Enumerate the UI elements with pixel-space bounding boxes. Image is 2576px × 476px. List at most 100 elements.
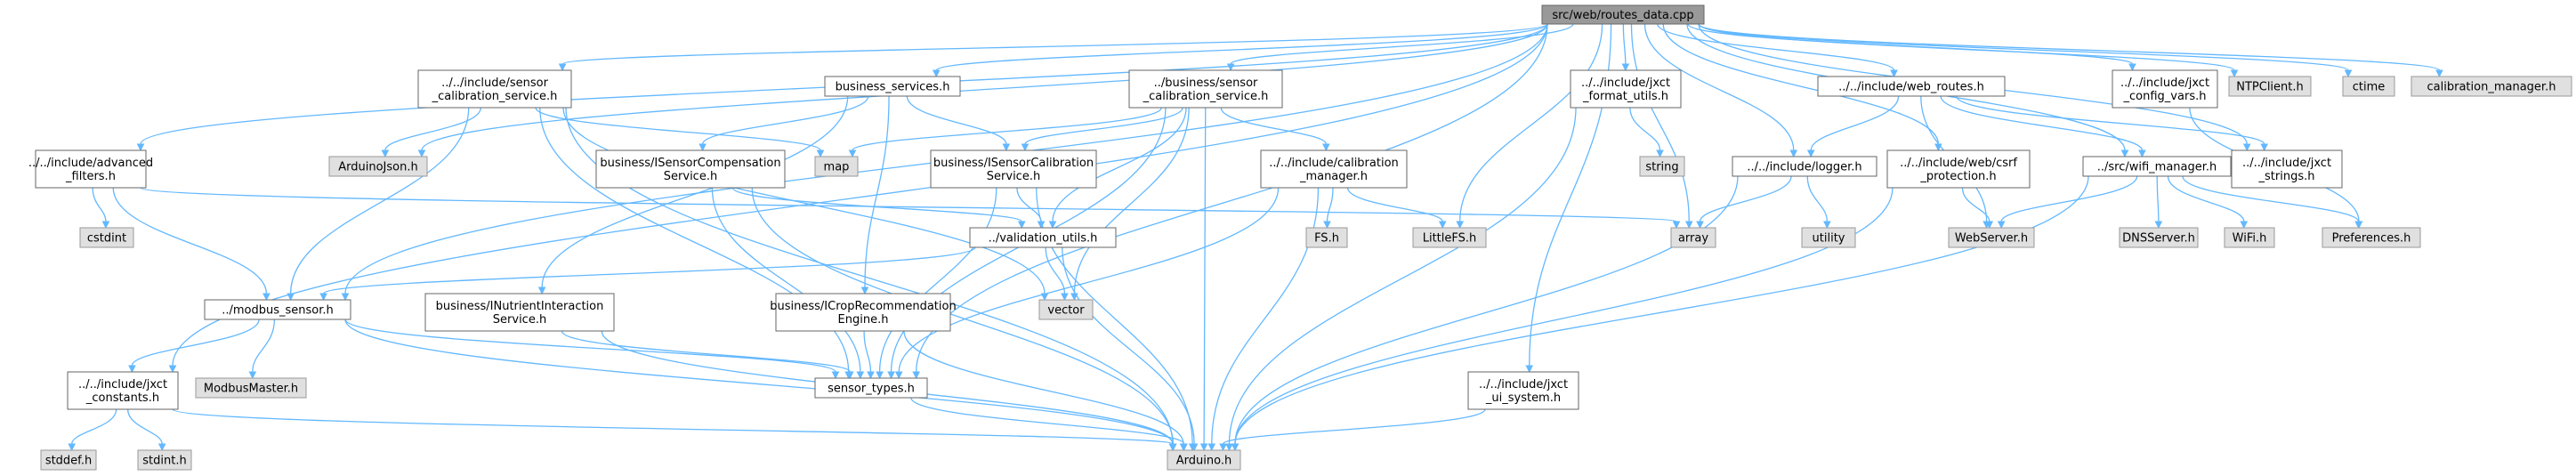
node-sensor-types[interactable]: sensor_types.h [814, 377, 928, 399]
node-biz-sensor-calibration-service[interactable]: ../business/sensor_calibration_service.h [1128, 69, 1283, 109]
edge-line [1211, 187, 1320, 445]
node-jxct-format-utils[interactable]: ../../include/jxct_format_utils.h [1570, 69, 1682, 109]
edge-line [1203, 107, 1207, 445]
node-root[interactable]: src/web/routes_data.cpp [1541, 4, 1705, 25]
arrowhead [1322, 143, 1330, 152]
edge-csrf_protection-to-arduino [1231, 187, 1894, 452]
node-jxct-strings[interactable]: ../../include/jxct_strings.h [2231, 149, 2343, 189]
edge-biz_sensor_calibration_service-to-map [848, 107, 1162, 158]
arrowhead [1219, 443, 1227, 452]
edge-modbus_sensor-to-jxct_constants [128, 319, 260, 374]
edge-logger-to-utility [1806, 175, 1831, 230]
node-label: ../../include/calibration [1269, 157, 1399, 170]
arrowhead [1525, 365, 1534, 374]
arrowhead [1456, 221, 1465, 230]
edge-line [384, 107, 481, 151]
node-business-services[interactable]: business_services.h [824, 76, 961, 97]
node-box [40, 449, 97, 471]
arrowhead [1934, 143, 1942, 152]
arrowhead [1070, 293, 1078, 302]
node-csrf-protection[interactable]: ../../include/web/csrf_protection.h [1886, 149, 2031, 189]
edge-sensor_types-to-arduino [910, 397, 1188, 452]
edge-line [701, 95, 869, 145]
node-label: ../src/wifi_manager.h [2097, 161, 2217, 174]
edge-line [71, 408, 117, 445]
node-sensor-calibration-service[interactable]: ../../include/sensor_calibration_service… [417, 69, 572, 109]
arrowhead [2230, 69, 2239, 78]
node-box [1670, 227, 1716, 248]
node-wifi: WiFi.h [2224, 227, 2275, 248]
node-box [1128, 69, 1283, 109]
arrowhead [168, 365, 177, 374]
edge-line [252, 319, 276, 373]
node-box [417, 69, 572, 109]
node-box [814, 377, 928, 399]
edge-line [344, 319, 1174, 445]
edge-line [344, 319, 836, 373]
arrowhead [1997, 221, 2006, 230]
edge-jxct_constants-to-stdint [126, 408, 166, 452]
node-box [2228, 76, 2312, 97]
nodes-layer: src/web/routes_data.cpp ../../include/sen… [28, 4, 2572, 471]
node-jxct-constants[interactable]: ../../include/jxct_constants.h [67, 371, 179, 410]
node-label: ../validation_utils.h [989, 232, 1098, 246]
edge-line [1699, 175, 1792, 222]
node-label: ../../include/jxct [2120, 77, 2209, 90]
node-calibration-manager-inc[interactable]: ../../include/calibration_manager.h [1260, 149, 1408, 189]
node-box [1801, 227, 1856, 248]
node-box [1948, 227, 2035, 248]
arrowhead [128, 365, 136, 374]
arrowhead [876, 371, 884, 380]
node-label: ArduinoJson.h [338, 161, 417, 174]
edge-web_routes-to-wifi_manager [1940, 95, 2146, 158]
edge-line [1062, 246, 1195, 445]
node-label: stddef.h [45, 455, 92, 468]
node-box [2224, 227, 2275, 248]
arrowhead [381, 149, 390, 158]
node-web-routes[interactable]: ../../include/web_routes.h [1817, 76, 2006, 97]
arrowhead [932, 69, 941, 78]
edge-line [2156, 175, 2160, 222]
node-label: cstdint [87, 232, 126, 246]
node-label: ../../include/web_routes.h [1838, 81, 1984, 94]
node-label: business_services.h [836, 81, 950, 94]
edge-jxct_format_utils-to-arduino [1225, 107, 1577, 452]
node-modbus-sensor[interactable]: ../modbus_sensor.h [204, 299, 351, 320]
arrowhead [2344, 69, 2353, 78]
edge-advanced_filters-to-cstdint [92, 187, 110, 230]
node-logger[interactable]: ../../include/logger.h [1732, 156, 1877, 177]
arrowhead [101, 221, 110, 230]
node-jxct-ui-system[interactable]: ../../include/jxct_ui_system.h [1467, 371, 1579, 410]
node-wifi-manager[interactable]: ../src/wifi_manager.h [2082, 156, 2232, 177]
arrowhead [699, 143, 707, 152]
node-arduinojson: ArduinoJson.h [328, 156, 428, 177]
edge-line [1806, 175, 1829, 222]
node-label: WebServer.h [1955, 232, 2028, 246]
arrowhead [1684, 221, 1693, 230]
edge-line [898, 187, 1280, 373]
node-utility: utility [1801, 227, 1856, 248]
edge-line [1698, 23, 2349, 71]
edge-line [1698, 23, 2441, 71]
edge-root-to-littlefs [1456, 23, 1603, 230]
node-validation-utils[interactable]: ../validation_utils.h [969, 227, 1117, 248]
edge-line [1230, 23, 1574, 65]
edge-line [1630, 23, 1690, 222]
node-box [137, 449, 192, 471]
node-box [2231, 149, 2343, 189]
edge-wifi_manager-to-arduino [1231, 175, 2089, 452]
node-box [2410, 76, 2572, 97]
edge-line [852, 107, 1162, 151]
node-label: business/ISensorCompensation [600, 157, 780, 170]
edge-line [561, 330, 851, 373]
node-advanced-filters[interactable]: ../../include/advanced_filters.h [28, 149, 153, 189]
arrowhead [2240, 221, 2249, 230]
edge-line [1657, 23, 1895, 71]
node-jxct-config-vars[interactable]: ../../include/jxct_config_vars.h [2112, 69, 2218, 109]
node-box [1038, 299, 1094, 320]
edge-line [562, 107, 1046, 294]
